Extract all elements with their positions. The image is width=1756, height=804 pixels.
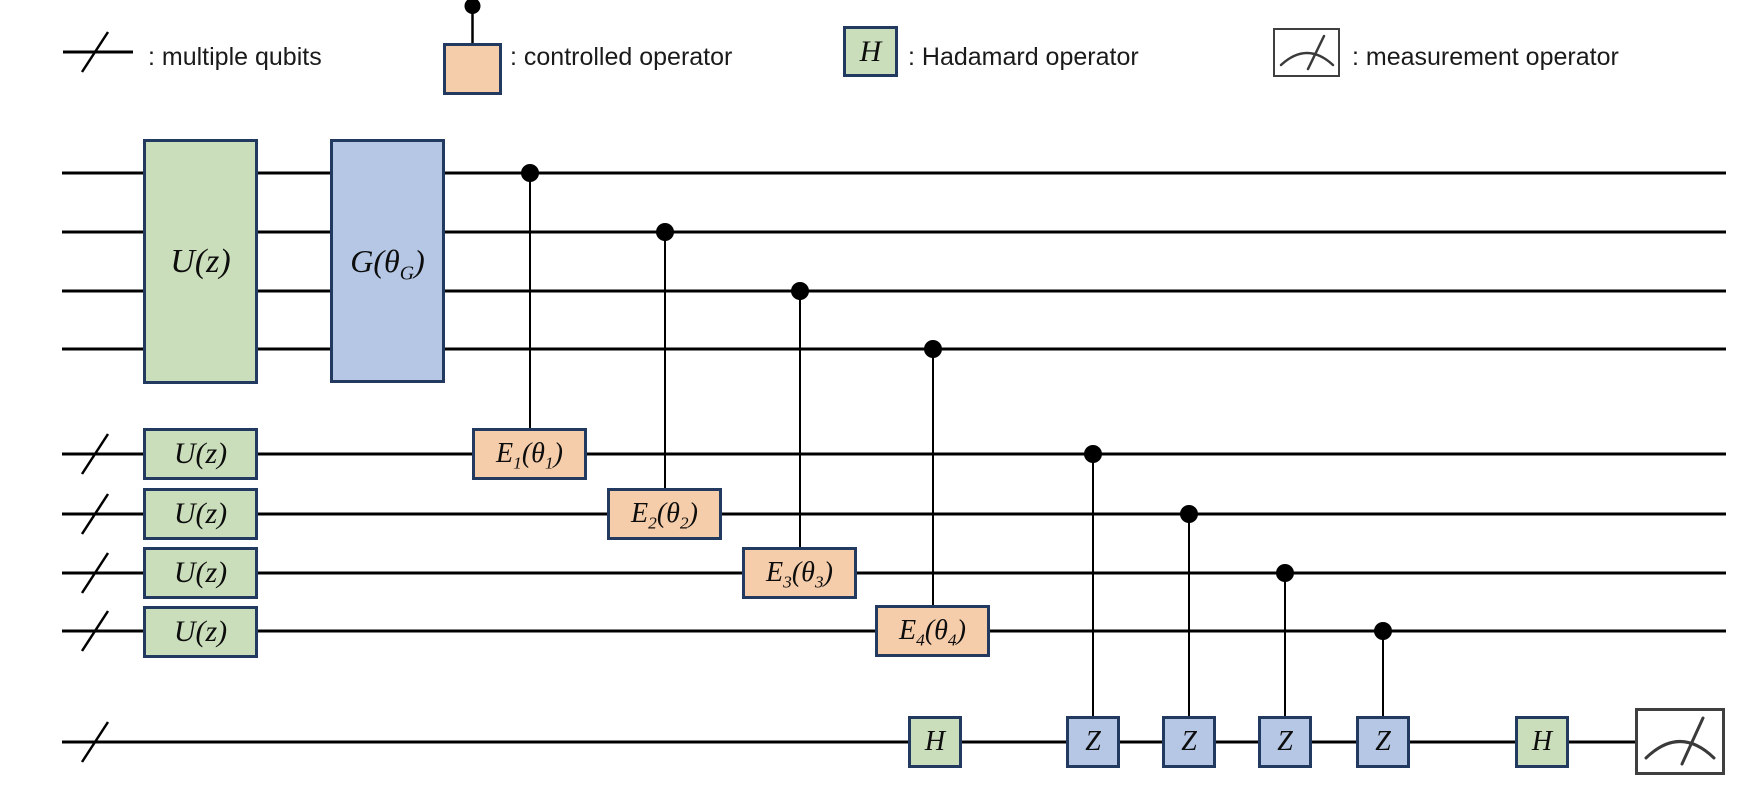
gate-label: E4(θ4) (899, 615, 966, 650)
legend-hadamard-label: : Hadamard operator (908, 43, 1139, 71)
control-dot (1084, 445, 1102, 463)
legend-hadamard-symbol: H (859, 34, 882, 68)
gate-z-4: Z (1356, 716, 1410, 768)
multi-qubit-slash-icon (63, 31, 133, 73)
legend-multiple-qubits-label: : multiple qubits (148, 43, 322, 71)
gate-e2: E2(θ2) (607, 488, 722, 540)
gate-e3: E3(θ3) (742, 547, 857, 599)
control-dot (1374, 622, 1392, 640)
legend-measurement-label: : measurement operator (1352, 43, 1619, 71)
multi-qubit-slash-icon (80, 610, 110, 652)
control-dot (1180, 505, 1198, 523)
gate-label: G(θG) (350, 242, 425, 284)
gate-u-row-3: U(z) (143, 547, 258, 599)
gate-label: U(z) (173, 556, 228, 589)
control-dot-icon (464, 0, 481, 44)
gate-label: Z (1375, 726, 1391, 757)
meter-glyph-icon (1644, 716, 1716, 766)
gate-label: U(z) (173, 497, 228, 530)
legend-hadamard-icon: H (843, 26, 898, 77)
gate-label: H (924, 726, 946, 757)
multi-qubit-slash-icon (80, 552, 110, 594)
gate-h-first: H (908, 716, 962, 768)
gate-e4: E4(θ4) (875, 605, 990, 657)
gate-label: H (1531, 726, 1553, 757)
gate-h-last: H (1515, 716, 1569, 768)
measurement-box (1635, 708, 1725, 775)
legend-measurement-icon (1273, 28, 1340, 77)
gate-z-2: Z (1162, 716, 1216, 768)
legend-controlled-operator-icon (443, 43, 502, 95)
gate-u-row-4: U(z) (143, 606, 258, 658)
gate-label: U(z) (170, 242, 231, 280)
gate-z-1: Z (1066, 716, 1120, 768)
gate-g-theta: G(θG) (330, 139, 445, 383)
control-connectors (529, 173, 1384, 718)
gate-label: Z (1085, 726, 1101, 757)
multi-qubit-slash-icon (80, 721, 110, 763)
control-dot (791, 282, 809, 300)
gate-u-row-1: U(z) (143, 428, 258, 480)
gate-z-3: Z (1258, 716, 1312, 768)
multi-qubit-slashes (80, 433, 110, 763)
gate-label: E3(θ3) (766, 557, 833, 592)
control-dot (924, 340, 942, 358)
control-dot (656, 223, 674, 241)
gate-u-main: U(z) (143, 139, 258, 384)
gate-label: U(z) (173, 437, 228, 470)
gate-label: Z (1277, 726, 1293, 757)
multi-qubit-slash-icon (80, 433, 110, 475)
control-dot (521, 164, 539, 182)
control-dot (1276, 564, 1294, 582)
gate-label: Z (1181, 726, 1197, 757)
multi-qubit-slash-icon (80, 493, 110, 535)
gate-label: E2(θ2) (631, 498, 698, 533)
gate-e1: E1(θ1) (472, 428, 587, 480)
legend-controlled-operator-label: : controlled operator (510, 43, 733, 71)
gate-label: E1(θ1) (496, 438, 563, 473)
gate-u-row-2: U(z) (143, 488, 258, 540)
meter-glyph-icon (1279, 34, 1334, 70)
gate-label: U(z) (173, 615, 228, 648)
control-dots (521, 164, 1392, 640)
